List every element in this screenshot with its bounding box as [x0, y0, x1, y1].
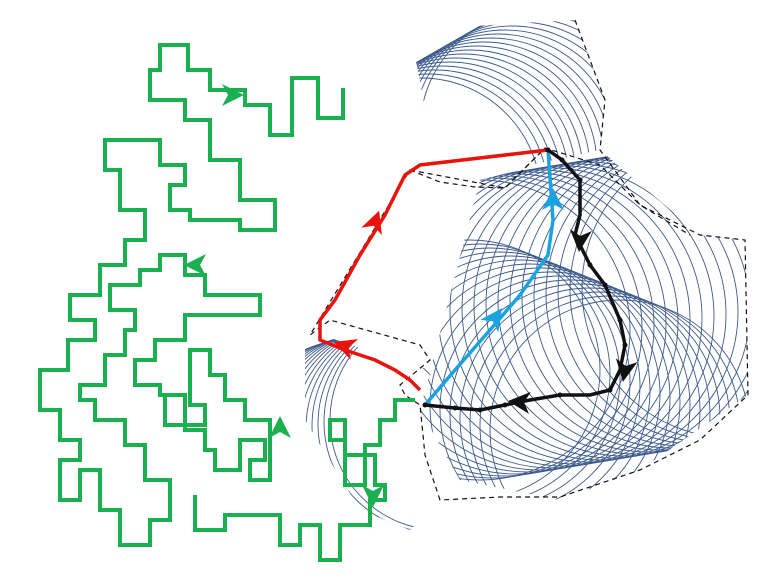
coverage-arc: [485, 153, 748, 455]
dashed-region-boundary-top: [574, 19, 691, 236]
coverage-arc: [410, 37, 605, 185]
coverage-arc: [311, 330, 440, 530]
black-path-waypoint: [577, 177, 583, 183]
coverage-arc: [419, 20, 605, 185]
coverage-arc: [410, 69, 556, 185]
arrowhead-icon-blue: [542, 188, 564, 210]
black-path-waypoint: [477, 407, 483, 413]
arrowhead-icon-red: [361, 210, 382, 236]
coverage-arc: [473, 155, 748, 457]
black-path-waypoint: [622, 342, 628, 348]
coverage-arc: [420, 263, 661, 500]
coverage-arc: [410, 41, 605, 185]
coverage-arc: [410, 61, 570, 185]
coverage-arc: [469, 291, 731, 500]
coverage-arc: [420, 247, 621, 500]
dashed-region-boundary: [309, 147, 749, 501]
black-path-waypoint: [587, 262, 593, 268]
black-path-waypoint: [422, 402, 428, 408]
coverage-arc: [420, 165, 715, 467]
coverage-arc: [420, 243, 611, 500]
coverage-arc: [569, 150, 748, 441]
coverage-arc: [420, 255, 641, 500]
black-path-waypoint: [559, 157, 565, 163]
coverage-arc: [410, 20, 605, 185]
coverage-arc: [305, 330, 440, 530]
black-path-waypoint: [602, 282, 608, 288]
black-path-waypoint: [502, 402, 508, 408]
coverage-arc: [410, 33, 605, 185]
coverage-arc: [410, 73, 549, 185]
arrowhead-icon-red: [333, 339, 359, 360]
coverage-arcs: [305, 20, 748, 530]
black-path-waypoint: [452, 405, 458, 411]
coverage-arc: [509, 150, 748, 451]
black-path-waypoint: [545, 147, 551, 153]
coverage-arc: [323, 330, 440, 530]
arrowhead-icon-green: [362, 485, 384, 507]
green-zigzag-path: [38, 43, 345, 547]
arrowhead-icon-green: [269, 416, 291, 438]
coverage-arc: [305, 331, 440, 530]
coverage-arc: [305, 330, 440, 530]
coverage-arc: [410, 25, 605, 185]
arrowhead-icon-green: [184, 254, 206, 276]
blue-direct-path: [423, 149, 555, 407]
coverage-arc: [410, 29, 605, 185]
coverage-arc: [317, 330, 440, 530]
black-path-waypoint: [617, 317, 623, 323]
coverage-arc: [420, 259, 651, 500]
direction-arrowheads: [184, 84, 638, 507]
coverage-arc: [420, 239, 601, 500]
arrowhead-icon-black: [569, 229, 592, 252]
coverage-arc: [449, 159, 748, 461]
arrowhead-icon-black: [615, 358, 638, 382]
coverage-arc: [425, 163, 727, 465]
coverage-arc: [412, 20, 605, 185]
coverage-arc: [305, 330, 440, 530]
black-path-waypoint: [607, 387, 613, 393]
coverage-arc: [410, 77, 542, 185]
coverage-arc: [449, 283, 711, 500]
black-path-waypoint: [557, 392, 563, 398]
arrowhead-icon-green: [222, 84, 244, 106]
arrowhead-icon-black: [508, 391, 531, 414]
red-return-path: [318, 148, 549, 392]
green-zigzag-path-lower: [193, 398, 415, 562]
arrowhead-icon-blue: [480, 308, 502, 333]
coverage-arc: [420, 251, 631, 500]
coverage-arc: [420, 271, 681, 500]
coverage-arc: [437, 161, 739, 463]
coverage-arc: [410, 65, 563, 185]
black-sensor-path: [424, 148, 627, 412]
